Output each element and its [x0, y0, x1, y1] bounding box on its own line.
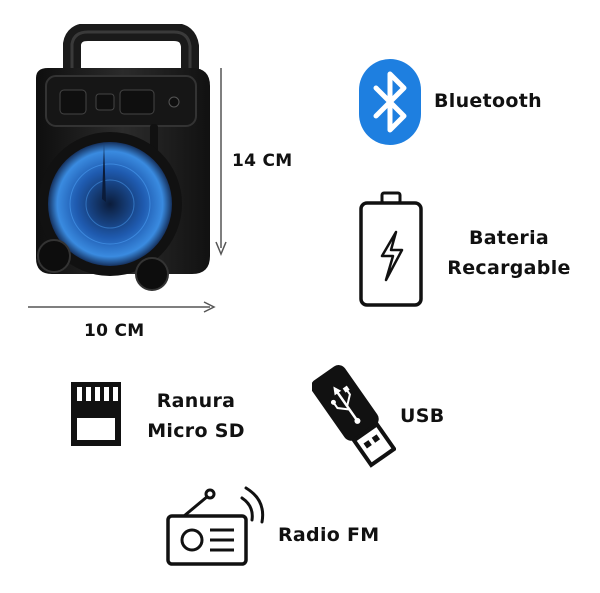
battery-label-line2: Recargable [447, 257, 571, 279]
sd-card-icon [67, 378, 125, 450]
usb-label: USB [400, 405, 445, 427]
height-label: 14 CM [232, 151, 293, 171]
battery-label-line1: Bateria [468, 227, 550, 249]
battery-icon [356, 190, 426, 308]
bluetooth-label: Bluetooth [434, 90, 542, 112]
sd-label-line2: Micro SD [147, 420, 245, 442]
usb-drive-icon [312, 358, 396, 474]
radio-label: Radio FM [278, 524, 380, 546]
width-arrow [26, 300, 216, 314]
height-arrow [214, 66, 228, 256]
speaker-image [24, 24, 224, 294]
width-label: 10 CM [84, 321, 145, 341]
bluetooth-icon [358, 58, 422, 146]
radio-icon [162, 482, 278, 570]
sd-label-line1: Ranura [156, 390, 236, 412]
speaker-illustration [36, 24, 210, 291]
